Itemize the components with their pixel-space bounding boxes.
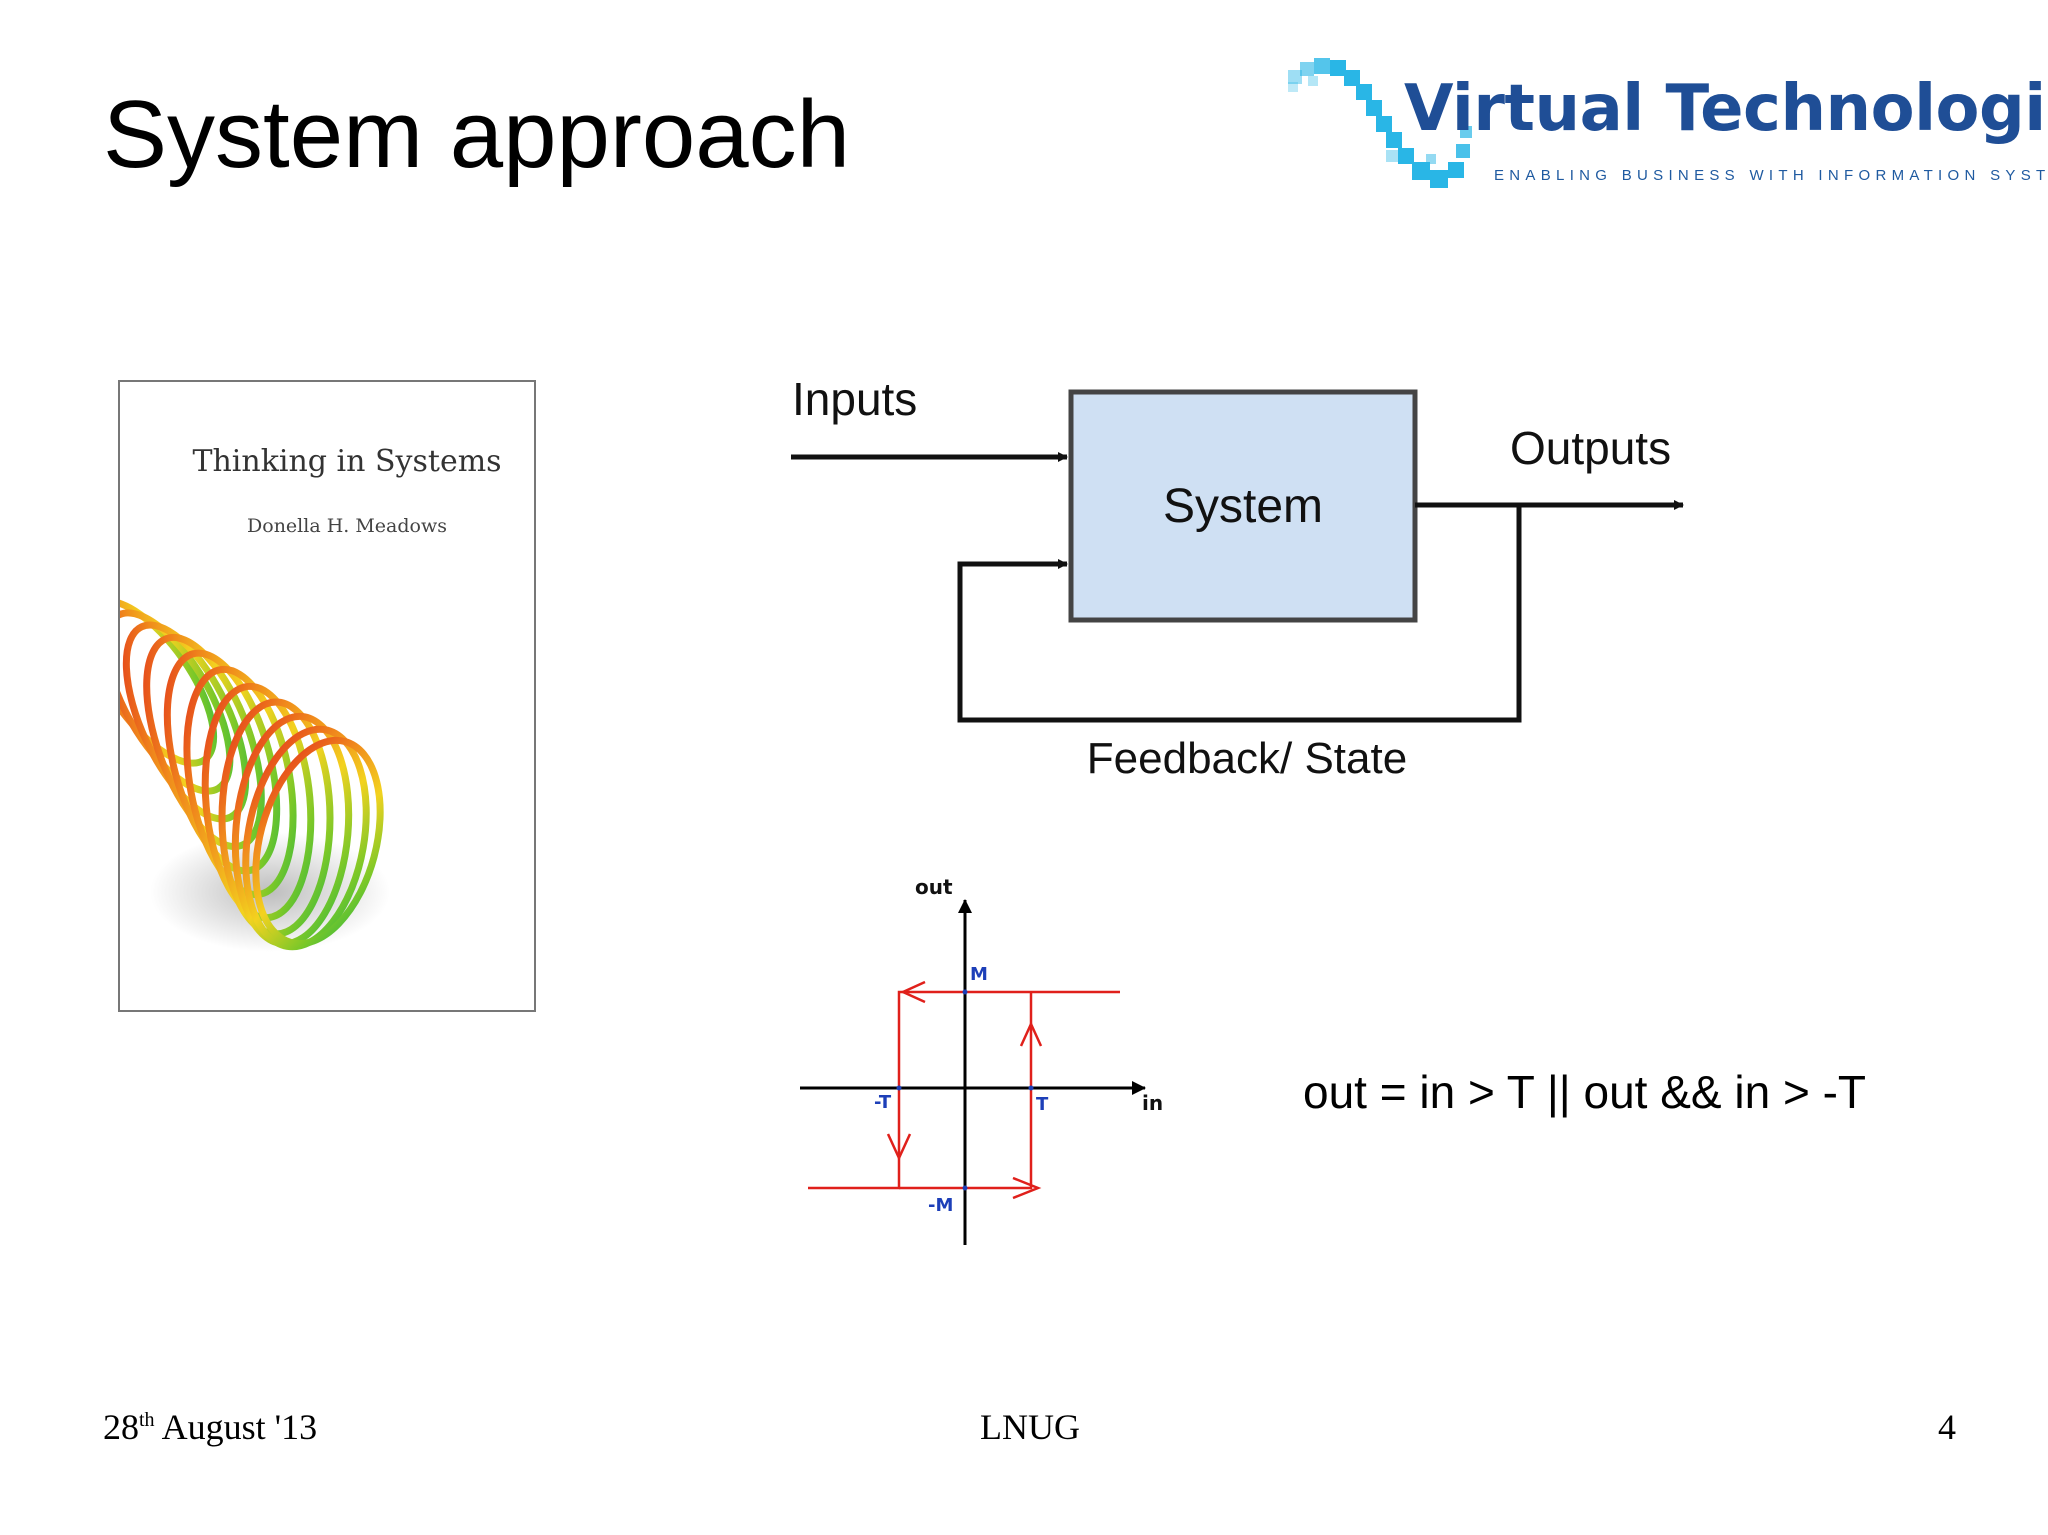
page-number: 4 xyxy=(1938,1407,1956,1447)
system-label: System xyxy=(1163,480,1323,533)
slinky-spring-image xyxy=(120,597,390,952)
footer-date-rest: August '13 xyxy=(154,1407,318,1447)
label-neg-t: -T xyxy=(874,1092,892,1113)
virtual-technologies-logo xyxy=(1288,58,1472,188)
label-t: T xyxy=(1036,1094,1049,1115)
book-author: Donella H. Meadows xyxy=(247,515,447,537)
book-cover: Thinking in Systems Donella H. Meadows xyxy=(118,380,536,1012)
footer-date-suffix: th xyxy=(139,1409,155,1431)
footer-date: 28th August '13 xyxy=(103,1406,317,1448)
hysteresis-formula: out = in > T || out && in > -T xyxy=(1303,1066,1867,1118)
outputs-label: Outputs xyxy=(1510,422,1671,474)
y-axis-label: out xyxy=(915,875,953,899)
footer-date-day: 28 xyxy=(103,1407,139,1447)
label-m: M xyxy=(970,964,988,985)
feedback-label: Feedback/ State xyxy=(1087,734,1407,783)
system-block-diagram: Inputs System Outputs Feedback/ State xyxy=(791,373,1684,783)
hysteresis-graph: out in M -M T -T xyxy=(800,875,1163,1245)
feedback-loop xyxy=(957,505,1522,723)
slide-title: System approach xyxy=(103,81,851,188)
book-title: Thinking in Systems xyxy=(192,444,502,479)
footer-event: LNUG xyxy=(980,1407,1080,1447)
inputs-label: Inputs xyxy=(792,373,917,425)
x-axis-label: in xyxy=(1142,1091,1163,1115)
logo-wave-icon xyxy=(1288,58,1472,188)
logo-name: Virtual Technologies xyxy=(1404,72,2048,146)
logo-tagline: ENABLING BUSINESS WITH INFORMATION SYSTE… xyxy=(1494,167,2048,184)
label-neg-m: -M xyxy=(928,1195,953,1216)
